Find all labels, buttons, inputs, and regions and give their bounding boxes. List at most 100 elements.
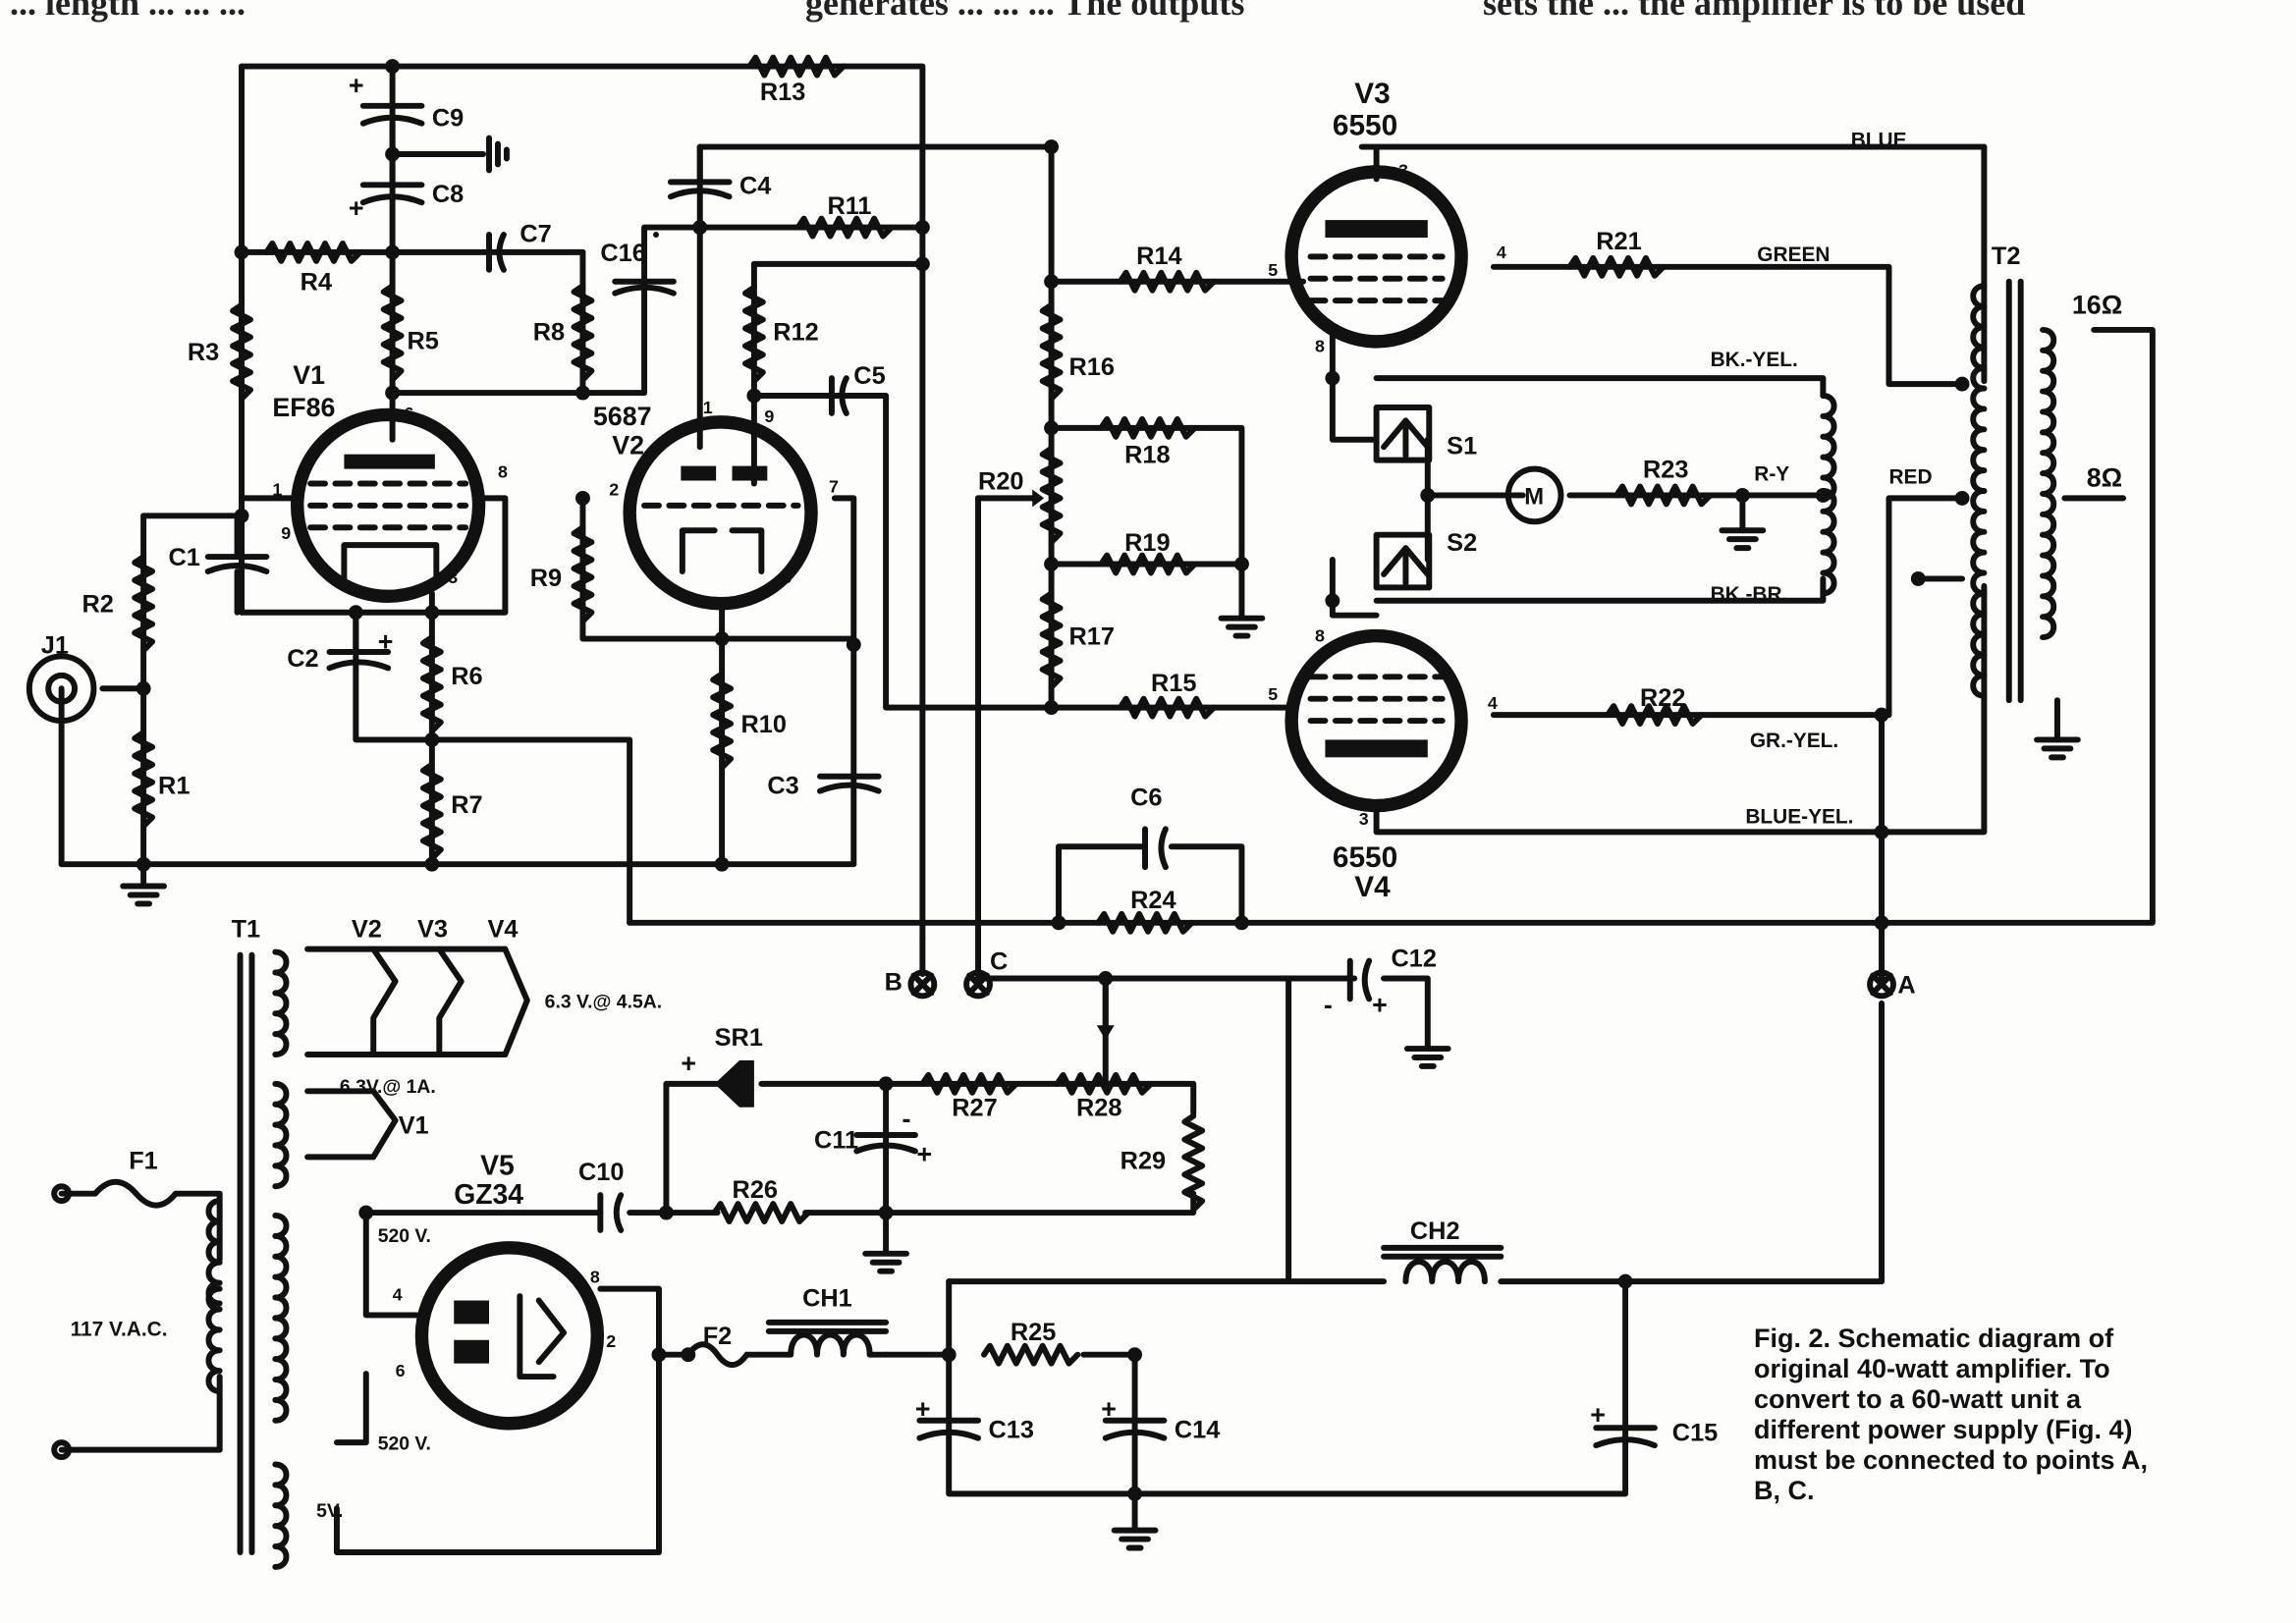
- label-green: GREEN: [1757, 243, 1830, 266]
- wiring-upper: [58, 63, 2156, 985]
- label-point-b: B: [885, 968, 902, 996]
- grounds: [123, 492, 2078, 1547]
- label-r12: R12: [773, 318, 818, 346]
- pin-v3-4: 4: [1497, 243, 1506, 262]
- svg-text:+: +: [378, 626, 394, 656]
- pin-v2-6: 6: [782, 568, 792, 587]
- pin-v5-4: 4: [393, 1285, 403, 1305]
- pin-v4-8: 8: [1315, 626, 1325, 646]
- label-blue-yel: BLUE-YEL.: [1745, 805, 1853, 828]
- label-v4-name: V4: [1354, 871, 1391, 903]
- pin-v1-1: 1: [272, 479, 282, 499]
- label-c13: C13: [988, 1417, 1033, 1444]
- pin-v4-4: 4: [1488, 693, 1498, 713]
- label-r22: R22: [1640, 684, 1685, 712]
- label-5v: 5V.: [316, 1500, 343, 1522]
- capacitor-c11: [853, 1132, 918, 1155]
- pin-v3-3: 3: [1398, 160, 1408, 180]
- pin-v4-3: 3: [1359, 809, 1369, 829]
- pin-v2-7: 7: [829, 476, 839, 496]
- transformer-t1: [208, 952, 286, 1567]
- pin-v5-6: 6: [396, 1361, 406, 1380]
- label-r10: R10: [740, 711, 786, 738]
- label-r11: R11: [827, 192, 871, 220]
- label-r8: R8: [533, 318, 565, 346]
- label-c1: C1: [168, 544, 199, 571]
- fuse-f2: [684, 1341, 750, 1369]
- c9-ground: [389, 135, 510, 174]
- label-r19: R19: [1124, 529, 1170, 557]
- svg-text:+: +: [349, 193, 364, 223]
- svg-text:-: -: [1324, 990, 1333, 1019]
- svg-text:+: +: [916, 1139, 932, 1168]
- capacitor-c3: [817, 773, 882, 794]
- label-r23: R23: [1643, 457, 1688, 484]
- wiring-power-supply: [58, 934, 1886, 1555]
- label-j1: J1: [41, 631, 69, 659]
- label-f1: F1: [129, 1147, 158, 1174]
- label-c9: C9: [432, 105, 464, 133]
- label-ch2: CH2: [1410, 1217, 1460, 1245]
- pin-v2-1: 1: [703, 398, 713, 417]
- capacitor-c16: [612, 232, 677, 297]
- pin-v5-8: 8: [590, 1268, 600, 1287]
- tube-v3: [1285, 165, 1468, 349]
- capacitor-c5: [828, 375, 849, 416]
- meter-m: [1504, 465, 1564, 525]
- label-r-y: R-Y: [1754, 463, 1789, 486]
- label-v3-name: V3: [1354, 78, 1390, 110]
- thermal-switches: [1373, 404, 1564, 591]
- label-r1: R1: [158, 773, 190, 800]
- label-red: RED: [1888, 465, 1932, 488]
- label-heater-v1: V1: [399, 1112, 429, 1140]
- label-blue: BLUE: [1851, 130, 1907, 152]
- label-c12: C12: [1392, 946, 1437, 973]
- label-t2: T2: [1992, 243, 2021, 270]
- tube-v4: [1285, 628, 1468, 813]
- point-c-marker: [963, 969, 993, 1000]
- capacitor-c12: [1346, 957, 1373, 1002]
- label-v3-type: 6550: [1333, 110, 1397, 142]
- label-c11: C11: [814, 1126, 858, 1154]
- pin-v1-3: 3: [448, 568, 458, 587]
- label-m: M: [1524, 483, 1544, 510]
- capacitor-c10: [597, 1192, 625, 1233]
- label-r24: R24: [1130, 887, 1175, 914]
- svg-text:+: +: [349, 71, 364, 100]
- label-c2: C2: [287, 645, 318, 673]
- pin-v3-8: 8: [1315, 336, 1325, 355]
- capacitor-c15: [1593, 1425, 1658, 1449]
- label-v2-name: V2: [612, 431, 644, 460]
- pin-v5-2: 2: [606, 1331, 616, 1351]
- label-r27: R27: [952, 1095, 997, 1122]
- label-c16: C16: [600, 240, 645, 267]
- label-r9: R9: [530, 565, 562, 592]
- cropped-article-text: ... length ... ... ... generates ... ...…: [0, 0, 2296, 43]
- transformer-t2: [1823, 278, 2127, 704]
- label-s2: S2: [1447, 529, 1477, 557]
- pin-v1-9: 9: [281, 523, 291, 543]
- label-r29: R29: [1121, 1147, 1166, 1174]
- top-text-right: sets the ... the amplifier is to be used: [1483, 0, 2026, 23]
- label-520v-top: 520 V.: [378, 1225, 431, 1247]
- label-point-c: C: [990, 948, 1008, 976]
- label-bk-br: BK.-BR.: [1711, 583, 1788, 606]
- label-gr-yel: GR.-YEL.: [1750, 730, 1838, 752]
- label-heater-big: 6.3 V.@ 4.5A.: [545, 991, 662, 1012]
- label-c7: C7: [519, 220, 551, 247]
- label-c4: C4: [739, 172, 771, 199]
- resistors: [135, 58, 1710, 1364]
- pin-v2-3: 3: [656, 570, 666, 590]
- label-c10: C10: [578, 1159, 624, 1186]
- label-heater-v4: V4: [488, 916, 519, 944]
- label-heater-v2: V2: [352, 916, 382, 944]
- label-r3: R3: [188, 339, 219, 366]
- label-r4: R4: [301, 269, 332, 297]
- resistor-r26: [715, 1204, 808, 1221]
- label-v2-type: 5687: [593, 402, 652, 431]
- svg-text:+: +: [1101, 1394, 1117, 1424]
- label-r7: R7: [451, 791, 482, 819]
- label-r2: R2: [82, 591, 113, 619]
